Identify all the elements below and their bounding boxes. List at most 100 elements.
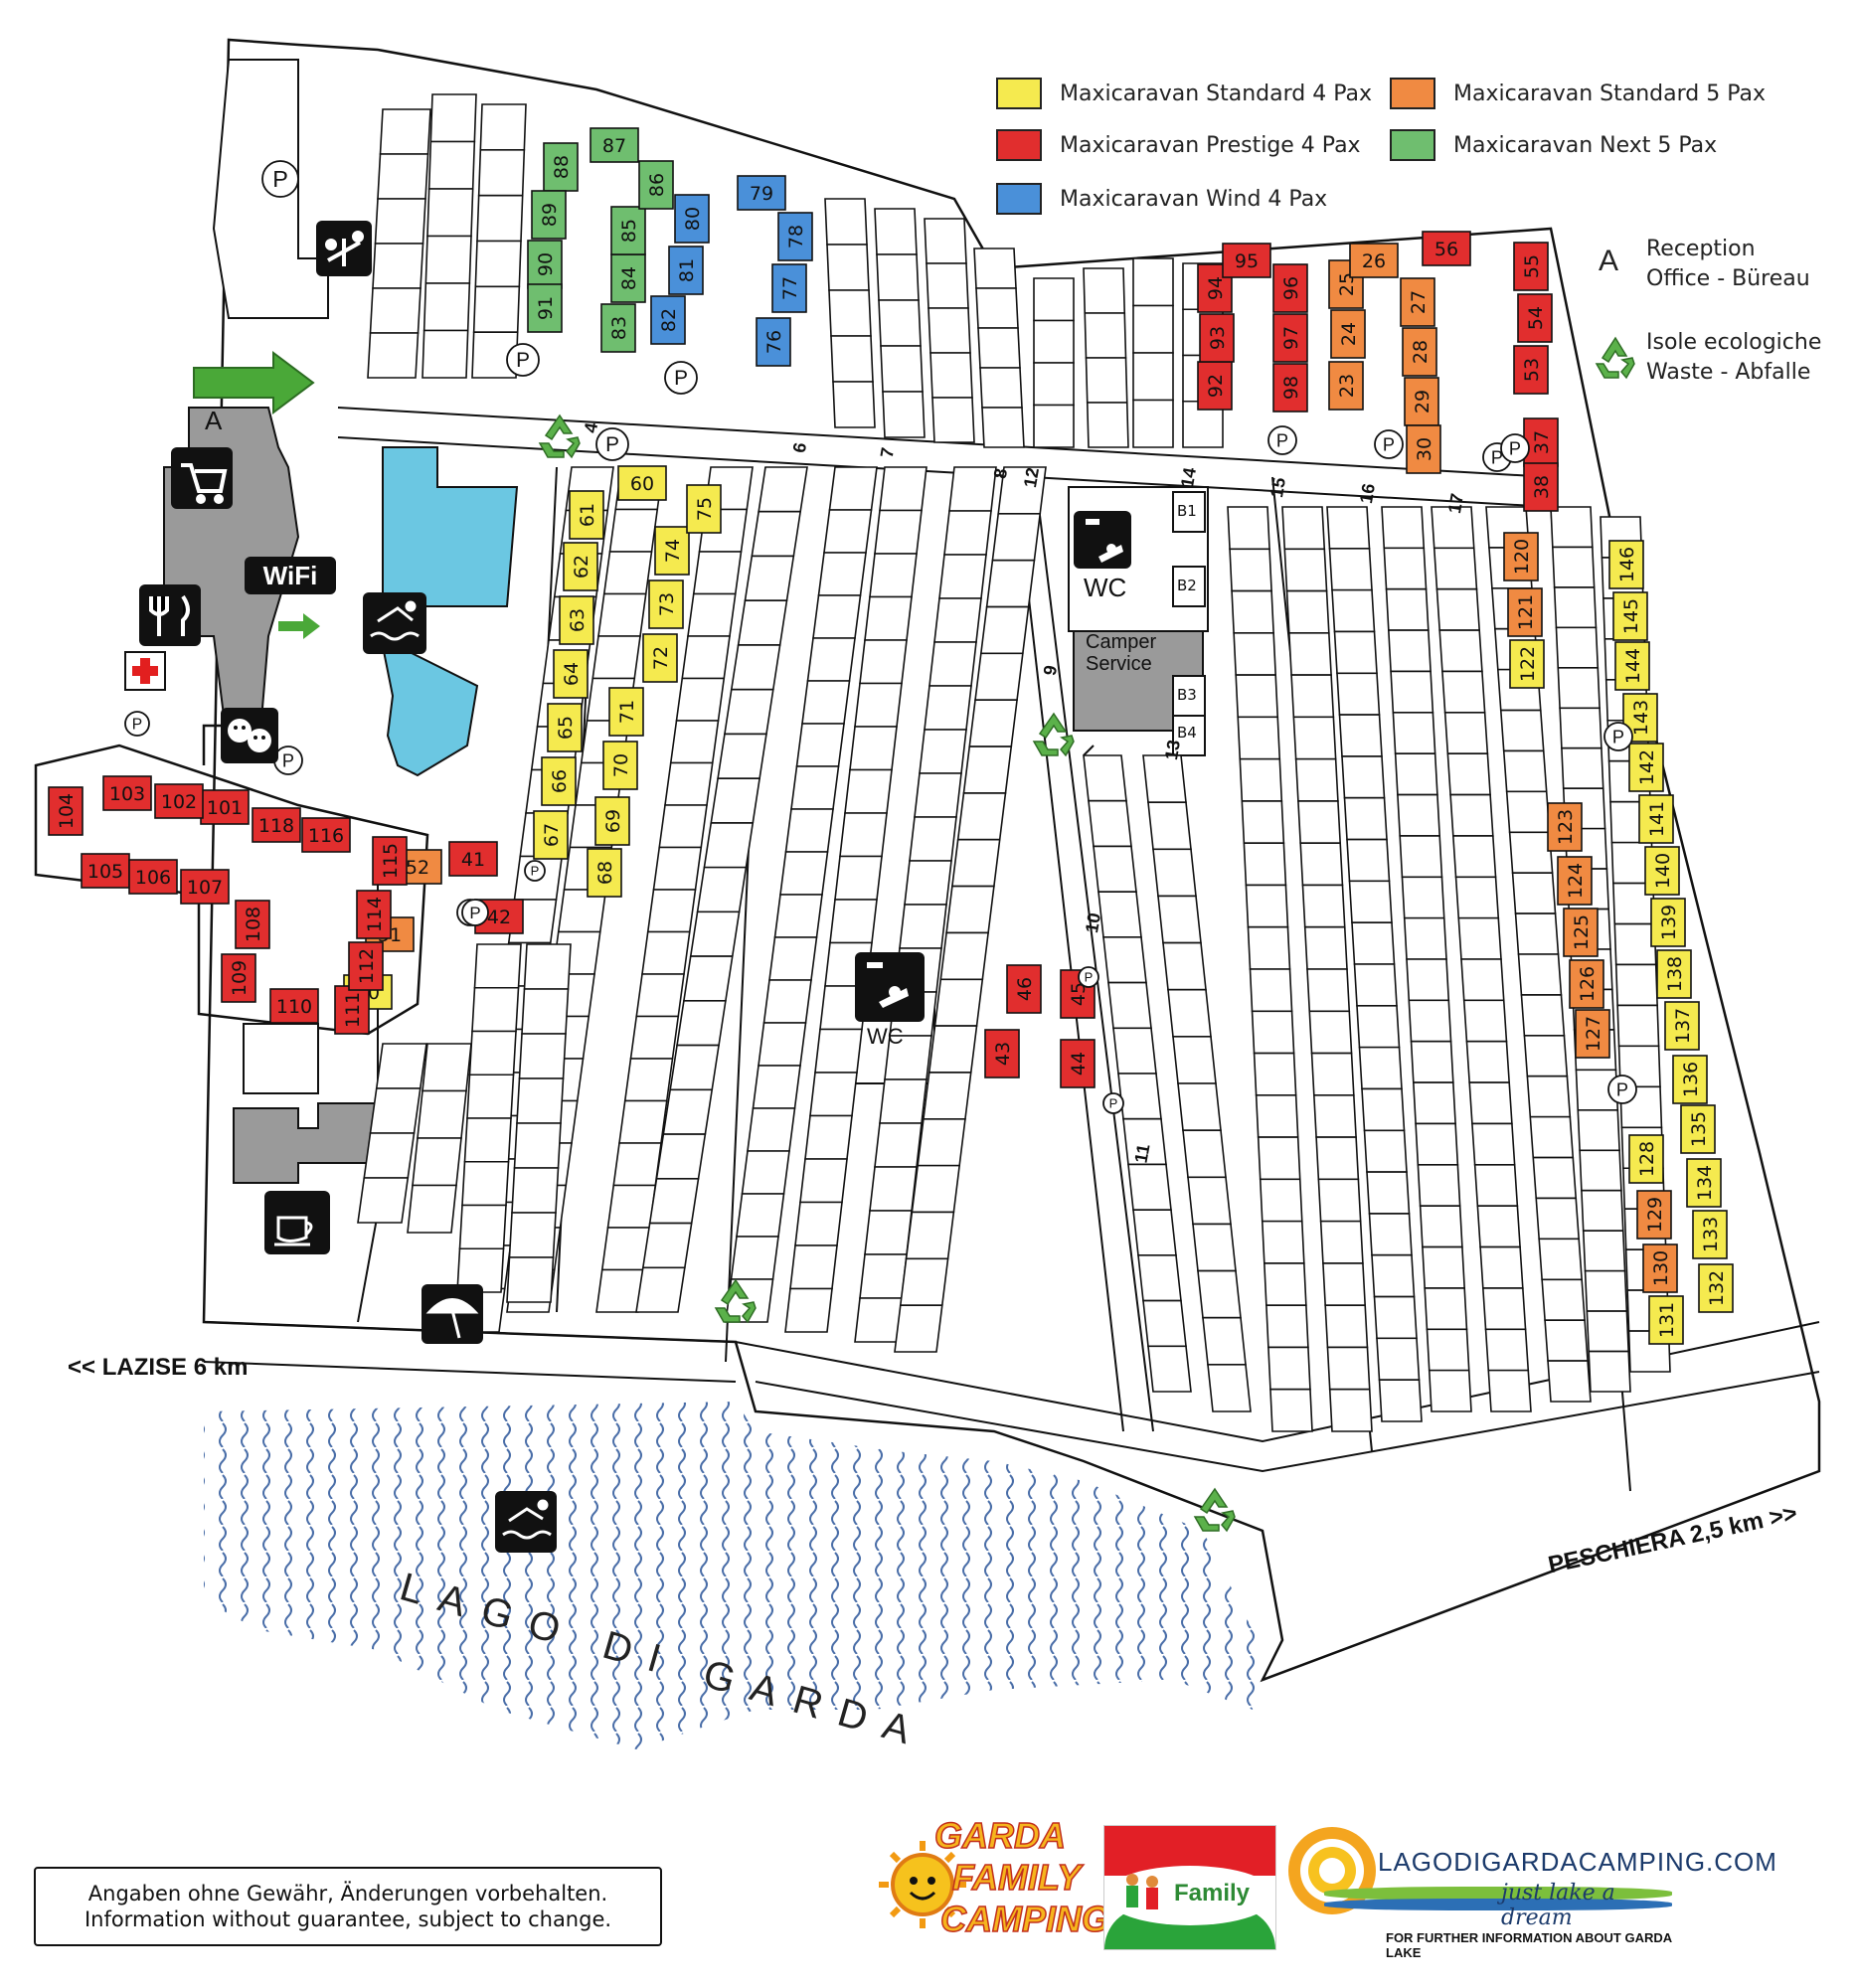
maxicaravan-plot-74[interactable]: 74 [654,526,690,576]
maxicaravan-plot-93[interactable]: 93 [1199,313,1235,363]
maxicaravan-plot-70[interactable]: 70 [602,741,638,790]
maxicaravan-plot-64[interactable]: 64 [553,649,589,699]
maxicaravan-plot-129[interactable]: 129 [1636,1190,1672,1240]
maxicaravan-plot-88[interactable]: 88 [543,142,579,192]
maxicaravan-plot-62[interactable]: 62 [563,542,598,591]
maxicaravan-plot-102[interactable]: 102 [154,783,204,819]
maxicaravan-plot-44[interactable]: 44 [1060,1039,1096,1088]
maxicaravan-plot-95[interactable]: 95 [1222,243,1271,278]
maxicaravan-plot-138[interactable]: 138 [1656,949,1692,999]
maxicaravan-plot-83[interactable]: 83 [600,303,636,353]
maxicaravan-plot-65[interactable]: 65 [547,703,583,752]
maxicaravan-plot-91[interactable]: 91 [527,283,563,333]
maxicaravan-plot-60[interactable]: 60 [617,465,667,501]
maxicaravan-plot-98[interactable]: 98 [1272,363,1308,413]
maxicaravan-plot-133[interactable]: 133 [1692,1210,1728,1259]
maxicaravan-plot-141[interactable]: 141 [1638,794,1674,844]
maxicaravan-plot-144[interactable]: 144 [1614,641,1650,691]
maxicaravan-plot-120[interactable]: 120 [1503,532,1539,581]
maxicaravan-plot-97[interactable]: 97 [1272,313,1308,363]
maxicaravan-plot-109[interactable]: 109 [221,953,256,1003]
maxicaravan-plot-92[interactable]: 92 [1197,361,1233,411]
maxicaravan-plot-78[interactable]: 78 [777,212,813,261]
maxicaravan-plot-86[interactable]: 86 [638,160,674,210]
maxicaravan-plot-118[interactable]: 118 [252,807,301,843]
maxicaravan-plot-29[interactable]: 29 [1404,377,1439,426]
maxicaravan-plot-111[interactable]: 111 [334,985,370,1035]
maxicaravan-plot-114[interactable]: 114 [356,890,392,939]
maxicaravan-plot-38[interactable]: 38 [1523,462,1559,512]
maxicaravan-plot-71[interactable]: 71 [608,687,644,737]
maxicaravan-plot-30[interactable]: 30 [1406,424,1441,474]
maxicaravan-plot-28[interactable]: 28 [1402,327,1437,377]
maxicaravan-plot-140[interactable]: 140 [1644,846,1680,896]
maxicaravan-plot-43[interactable]: 43 [984,1029,1020,1078]
maxicaravan-plot-108[interactable]: 108 [235,900,270,949]
maxicaravan-plot-130[interactable]: 130 [1642,1243,1678,1293]
maxicaravan-plot-126[interactable]: 126 [1569,959,1604,1009]
maxicaravan-plot-134[interactable]: 134 [1686,1158,1722,1208]
maxicaravan-plot-27[interactable]: 27 [1400,277,1435,327]
maxicaravan-plot-123[interactable]: 123 [1547,802,1583,852]
maxicaravan-plot-90[interactable]: 90 [527,240,563,289]
maxicaravan-plot-125[interactable]: 125 [1563,908,1599,957]
maxicaravan-plot-26[interactable]: 26 [1349,243,1399,278]
maxicaravan-plot-54[interactable]: 54 [1517,293,1553,343]
maxicaravan-plot-85[interactable]: 85 [610,206,646,255]
family-verona-logo[interactable]: Family [1103,1825,1276,1950]
maxicaravan-plot-103[interactable]: 103 [102,775,152,811]
maxicaravan-plot-146[interactable]: 146 [1608,540,1644,589]
maxicaravan-plot-106[interactable]: 106 [128,859,178,895]
maxicaravan-plot-121[interactable]: 121 [1507,587,1543,637]
maxicaravan-plot-89[interactable]: 89 [531,190,567,240]
maxicaravan-plot-105[interactable]: 105 [81,853,130,889]
maxicaravan-plot-116[interactable]: 116 [301,817,351,853]
maxicaravan-plot-124[interactable]: 124 [1557,856,1593,906]
maxicaravan-plot-96[interactable]: 96 [1272,263,1308,313]
maxicaravan-plot-23[interactable]: 23 [1328,361,1364,411]
maxicaravan-plot-107[interactable]: 107 [180,869,230,905]
maxicaravan-plot-69[interactable]: 69 [594,796,630,846]
maxicaravan-plot-53[interactable]: 53 [1513,345,1549,395]
maxicaravan-plot-104[interactable]: 104 [48,786,84,836]
maxicaravan-plot-46[interactable]: 46 [1006,964,1042,1014]
maxicaravan-plot-132[interactable]: 132 [1698,1263,1734,1313]
lagodigardacamping-logo[interactable]: LAGODIGARDACAMPING.COM just lake a dream… [1284,1813,1776,1960]
maxicaravan-plot-110[interactable]: 110 [269,988,319,1024]
maxicaravan-plot-55[interactable]: 55 [1513,242,1549,291]
maxicaravan-plot-115[interactable]: 115 [372,836,408,886]
maxicaravan-plot-76[interactable]: 76 [756,317,791,367]
maxicaravan-plot-66[interactable]: 66 [541,756,577,806]
maxicaravan-plot-79[interactable]: 79 [737,175,786,211]
maxicaravan-plot-142[interactable]: 142 [1628,743,1664,792]
maxicaravan-plot-81[interactable]: 81 [668,246,704,295]
maxicaravan-plot-41[interactable]: 41 [448,841,498,877]
maxicaravan-plot-37[interactable]: 37 [1523,417,1559,467]
maxicaravan-plot-131[interactable]: 131 [1648,1295,1684,1345]
maxicaravan-plot-61[interactable]: 61 [569,490,604,540]
maxicaravan-plot-68[interactable]: 68 [587,848,622,898]
maxicaravan-plot-137[interactable]: 137 [1664,1001,1700,1051]
maxicaravan-plot-136[interactable]: 136 [1672,1055,1708,1104]
maxicaravan-plot-72[interactable]: 72 [642,633,678,683]
maxicaravan-plot-135[interactable]: 135 [1680,1104,1716,1154]
maxicaravan-plot-63[interactable]: 63 [559,595,594,645]
maxicaravan-plot-80[interactable]: 80 [674,194,710,244]
maxicaravan-plot-73[interactable]: 73 [648,580,684,629]
maxicaravan-plot-77[interactable]: 77 [771,263,807,313]
garda-family-camping-logo[interactable]: GARDA FAMILY CAMPING [873,1814,1110,1954]
maxicaravan-plot-82[interactable]: 82 [650,295,686,345]
maxicaravan-plot-127[interactable]: 127 [1575,1009,1610,1059]
maxicaravan-plot-145[interactable]: 145 [1612,591,1648,641]
maxicaravan-plot-139[interactable]: 139 [1650,898,1686,947]
maxicaravan-plot-128[interactable]: 128 [1628,1134,1664,1184]
maxicaravan-plot-67[interactable]: 67 [533,810,569,860]
maxicaravan-plot-75[interactable]: 75 [686,484,722,534]
maxicaravan-plot-143[interactable]: 143 [1622,693,1658,743]
maxicaravan-plot-112[interactable]: 112 [348,941,384,991]
maxicaravan-plot-122[interactable]: 122 [1509,639,1545,689]
maxicaravan-plot-24[interactable]: 24 [1330,309,1366,359]
maxicaravan-plot-101[interactable]: 101 [200,789,250,825]
maxicaravan-plot-56[interactable]: 56 [1422,231,1471,266]
maxicaravan-plot-87[interactable]: 87 [590,127,639,163]
